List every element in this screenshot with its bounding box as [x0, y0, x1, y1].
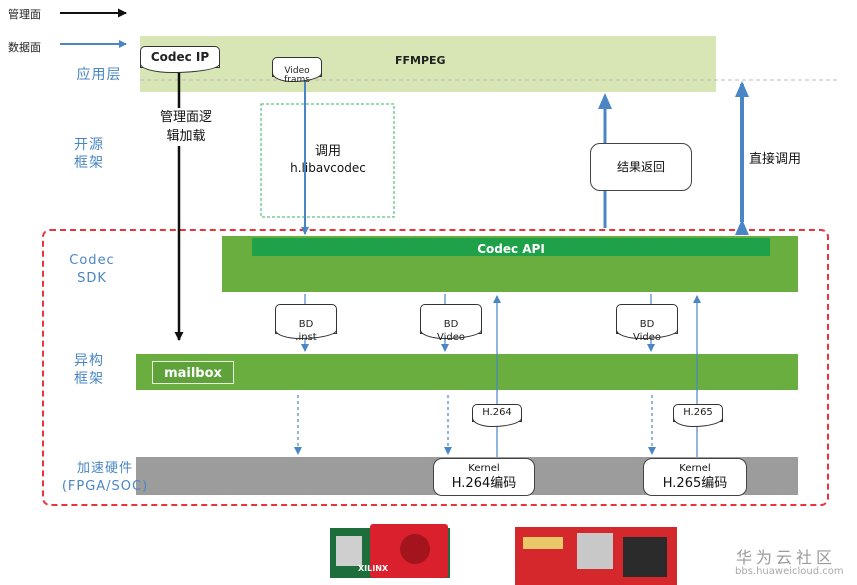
bd-video-doc-1: BD Video — [420, 304, 482, 343]
layer-label-opensource: 开源 框架 — [74, 137, 104, 171]
fpga-board-image — [515, 527, 677, 585]
codec-ip-doc: Codec IP — [140, 46, 220, 73]
layer-label-hetero: 异构 框架 — [74, 353, 104, 387]
legend-management: 管理面 — [8, 3, 138, 21]
bd-inst-doc: BD .inst — [275, 304, 337, 343]
legend-data: 数据面 — [8, 36, 138, 54]
h264-tag-label: H.264 — [482, 407, 512, 418]
kernel-h264-bottom: H.264编码 — [451, 476, 517, 491]
fpga-board-connectors — [623, 537, 667, 577]
bd-video-doc-2: BD Video — [616, 304, 678, 343]
xilinx-card-fan — [400, 534, 430, 564]
sdk-dashed-frame — [42, 229, 829, 506]
fpga-board-pins — [523, 537, 563, 549]
codec-ip-label: Codec IP — [150, 50, 210, 64]
kernel-h264-top: Kernel — [468, 463, 500, 474]
mailbox-label: mailbox — [164, 366, 222, 381]
bd-video-label-2: BD Video — [632, 319, 662, 343]
call-box-frame — [260, 103, 395, 218]
call-label-line2: h.libavcodec — [290, 161, 366, 175]
h265-tag-label: H.265 — [683, 407, 713, 418]
mgmt-logic-label: 管理面逻 辑加载 — [156, 108, 216, 146]
h264-tag-doc: H.264 — [472, 404, 522, 427]
xilinx-card-brand: XILINX — [358, 564, 389, 573]
layer-label-codec-sdk: Codec SDK — [69, 253, 115, 286]
kernel-h265-top: Kernel — [679, 463, 711, 474]
codec-api-label: Codec API — [477, 242, 545, 256]
layer-label-app: 应用层 — [76, 67, 122, 83]
ffmpeg-label: FFMPEG — [395, 54, 446, 67]
layer-label-hw-accel: 加速硬件 (FPGA/SOC) — [61, 461, 149, 494]
call-label: 调用 h.libavcodec — [268, 143, 388, 177]
mailbox-box: mailbox — [152, 361, 234, 384]
watermark-title: 华为云社区 — [736, 548, 837, 567]
video-frams-doc: Video frams — [272, 57, 322, 85]
xilinx-card-ports — [336, 536, 362, 566]
result-return-box: 结果返回 — [590, 143, 692, 191]
watermark-url: bbs.huaweicloud.com — [735, 566, 844, 577]
legend-management-label: 管理面 — [8, 8, 41, 21]
video-frams-label: Video frams — [284, 66, 310, 85]
kernel-h264-box: Kernel H.264编码 — [433, 458, 535, 496]
fpga-board-chip — [577, 533, 613, 569]
hetero-bar — [136, 354, 798, 390]
bd-inst-label: BD .inst — [295, 319, 317, 343]
kernel-h265-box: Kernel H.265编码 — [643, 458, 747, 496]
result-return-label: 结果返回 — [616, 160, 665, 174]
codec-api-strip: Codec API — [252, 238, 770, 256]
bd-video-label-1: BD Video — [436, 319, 466, 343]
h265-tag-doc: H.265 — [673, 404, 723, 427]
app-layer-bar — [140, 36, 716, 92]
call-label-line1: 调用 — [314, 144, 341, 159]
legend-data-label: 数据面 — [8, 41, 41, 54]
kernel-h265-bottom: H.265编码 — [662, 476, 728, 491]
xilinx-card-image: XILINX — [330, 524, 450, 585]
direct-call-label: 直接调用 — [749, 152, 802, 167]
